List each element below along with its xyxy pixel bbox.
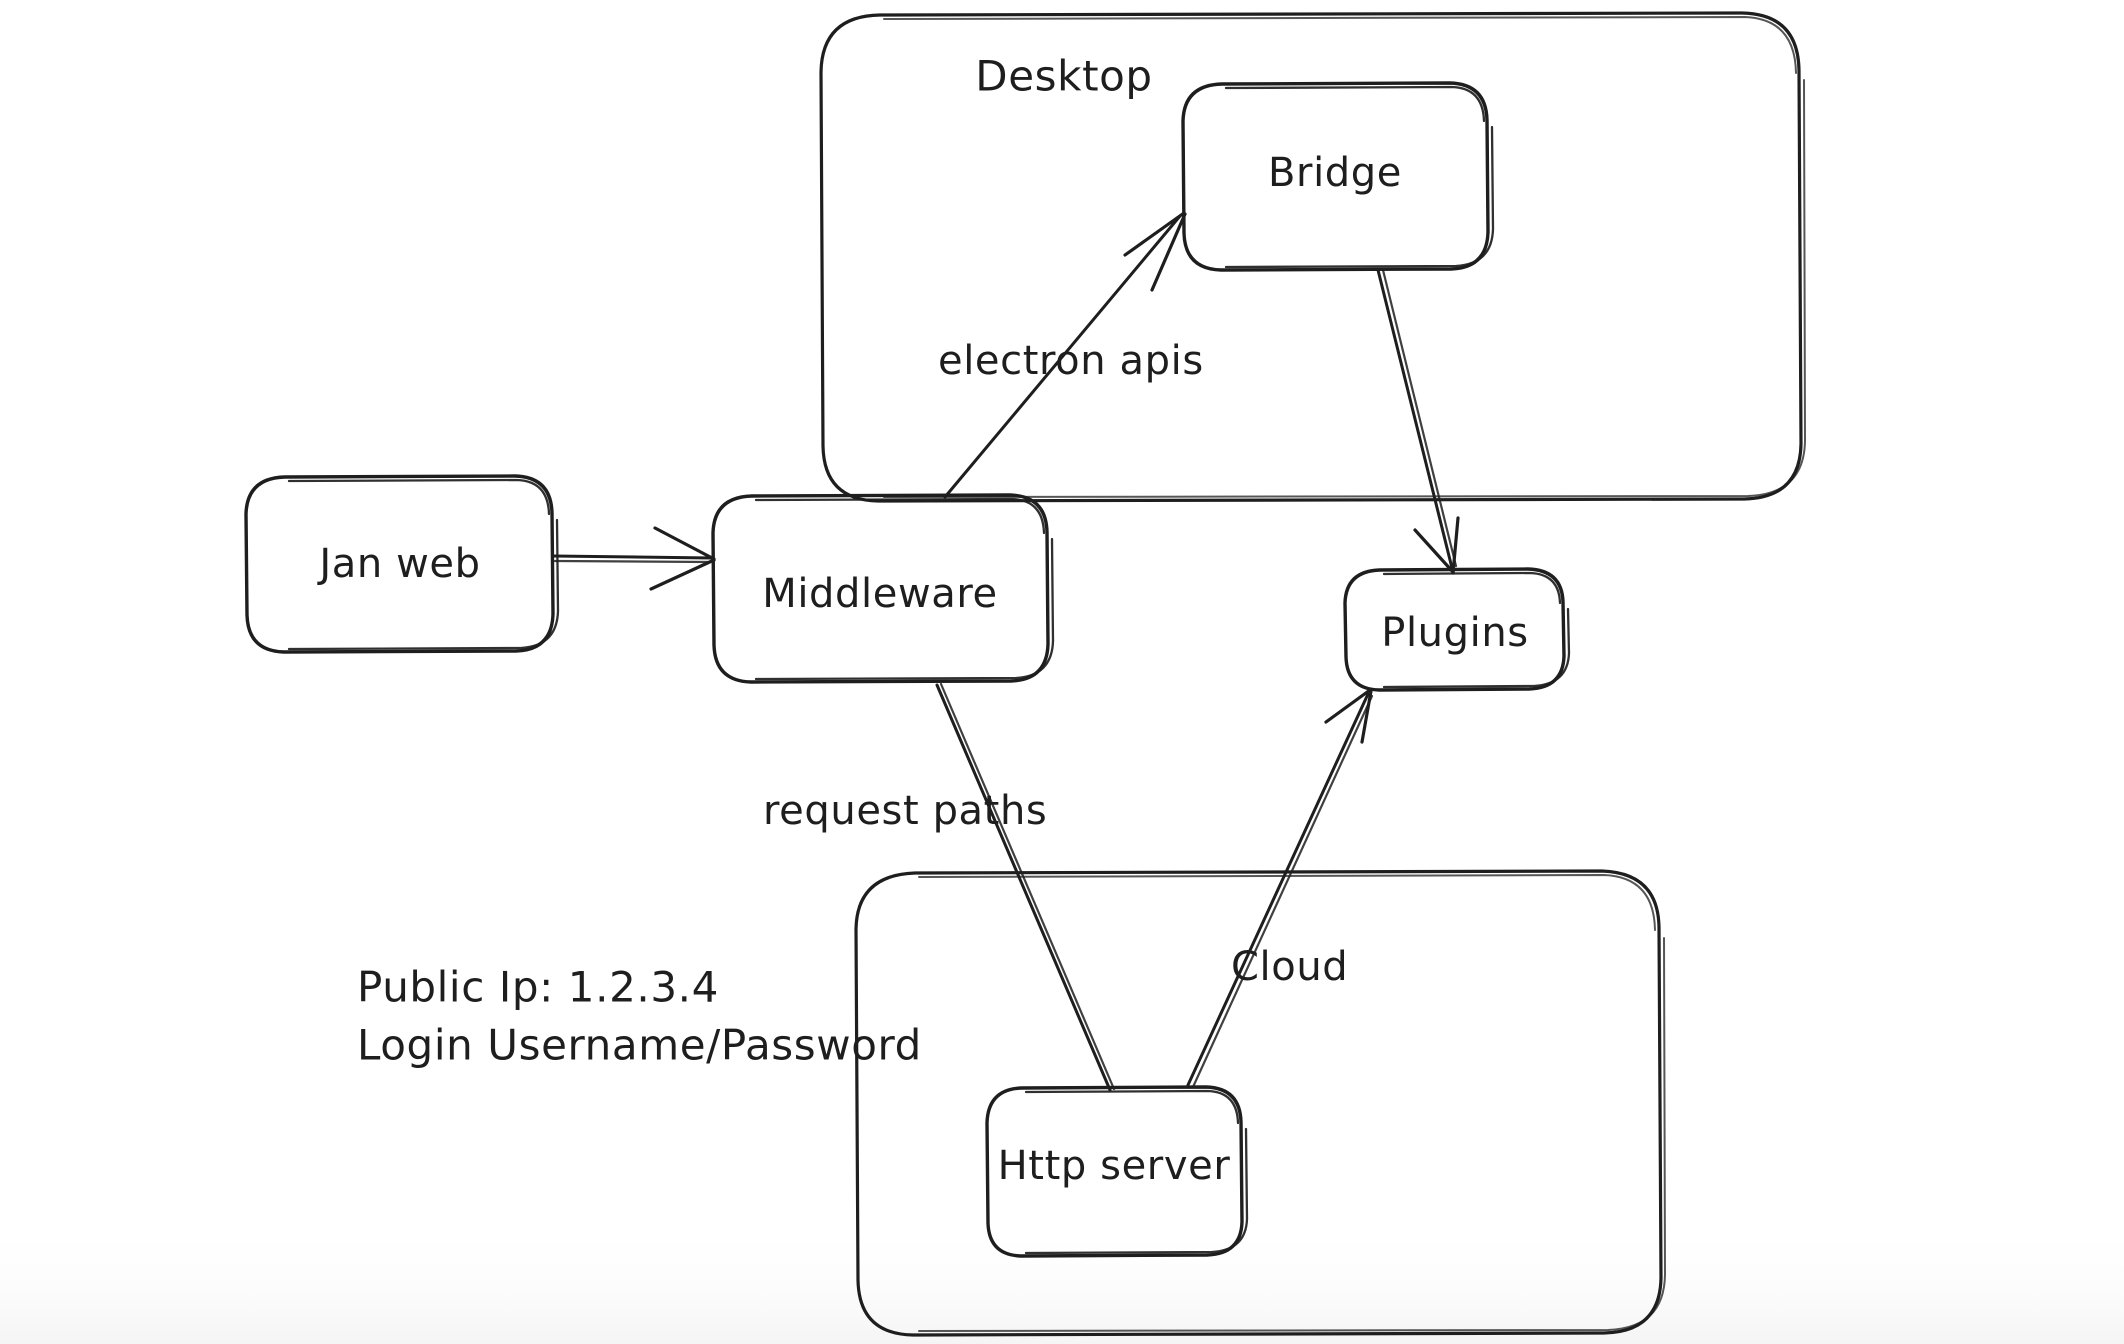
edge-bridge-to-plugins	[1376, 268, 1460, 575]
node-http-server[interactable]: Http server	[985, 1085, 1249, 1258]
node-label-plugins: Plugins	[1381, 610, 1528, 656]
node-middleware[interactable]: Middleware	[711, 493, 1055, 684]
edge-middleware-to-httpserver	[935, 682, 1116, 1092]
container-desktop[interactable]	[819, 11, 1806, 503]
edge-label-electron-apis: electron apis	[938, 338, 1204, 384]
edge-janweb-to-middleware	[551, 526, 716, 591]
node-label-jan-web: Jan web	[316, 541, 480, 587]
node-jan-web[interactable]: Jan web	[244, 474, 560, 654]
node-label-bridge: Bridge	[1268, 150, 1402, 196]
edge-label-request-paths: request paths	[763, 788, 1047, 834]
edge-label-cloud: Cloud	[1231, 944, 1348, 990]
note-login: Login Username/Password	[357, 1021, 922, 1070]
node-plugins[interactable]: Plugins	[1343, 567, 1571, 692]
node-label-http-server: Http server	[998, 1143, 1231, 1189]
container-label-desktop: Desktop	[975, 52, 1152, 101]
notes-block: Public Ip: 1.2.3.4 Login Username/Passwo…	[357, 963, 922, 1070]
edge-httpserver-to-plugins	[1186, 688, 1374, 1089]
edge-middleware-to-bridge	[943, 211, 1187, 499]
container-cloud[interactable]	[854, 869, 1666, 1337]
node-bridge[interactable]: Bridge	[1181, 81, 1495, 272]
node-label-middleware: Middleware	[762, 571, 998, 617]
note-public-ip: Public Ip: 1.2.3.4	[357, 963, 719, 1012]
